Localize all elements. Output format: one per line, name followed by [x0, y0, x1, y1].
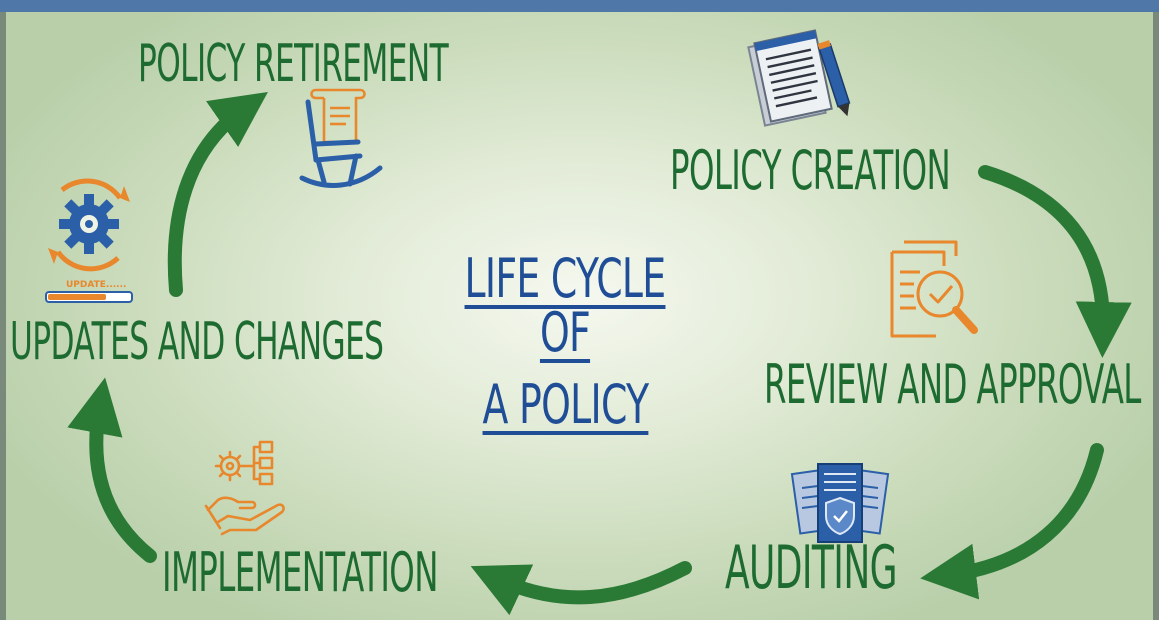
left-edge [0, 12, 6, 620]
right-edge [1153, 12, 1159, 620]
top-bar [0, 0, 1159, 12]
rocking-chair-scroll-icon [299, 88, 383, 188]
arrow-review-to-auditing [920, 443, 1104, 600]
arrow-implementation-to-updates [67, 377, 157, 563]
stage-label-policy-retirement: POLICY RETIREMENT [138, 34, 449, 94]
hand-gear-flowchart-icon [204, 440, 285, 536]
arrow-creation-to-review [978, 165, 1132, 358]
center-title: LIFE CYCLE OF A POLICY [400, 252, 730, 432]
shield-document-icon [790, 463, 890, 543]
title-line-2: A POLICY [482, 373, 649, 436]
document-pen-icon [747, 29, 851, 127]
stage-label-review-and-approval: REVIEW AND APPROVAL [764, 353, 1141, 416]
document-magnifier-check-icon [890, 240, 978, 338]
gear-cycle-update-icon: UPDATE...... [45, 178, 133, 303]
stage-label-policy-creation: POLICY CREATION [670, 139, 951, 202]
stage-label-auditing: AUDITING [725, 533, 898, 603]
title-line-1: LIFE CYCLE OF [464, 247, 667, 364]
update-bar-text: UPDATE...... [66, 280, 126, 290]
stage-label-implementation: IMPLEMENTATION [162, 541, 438, 604]
arrow-auditing-to-implementation [470, 561, 692, 616]
stage-label-updates-and-changes: UPDATES AND CHANGES [10, 312, 384, 372]
arrow-updates-to-retirement [167, 91, 268, 297]
